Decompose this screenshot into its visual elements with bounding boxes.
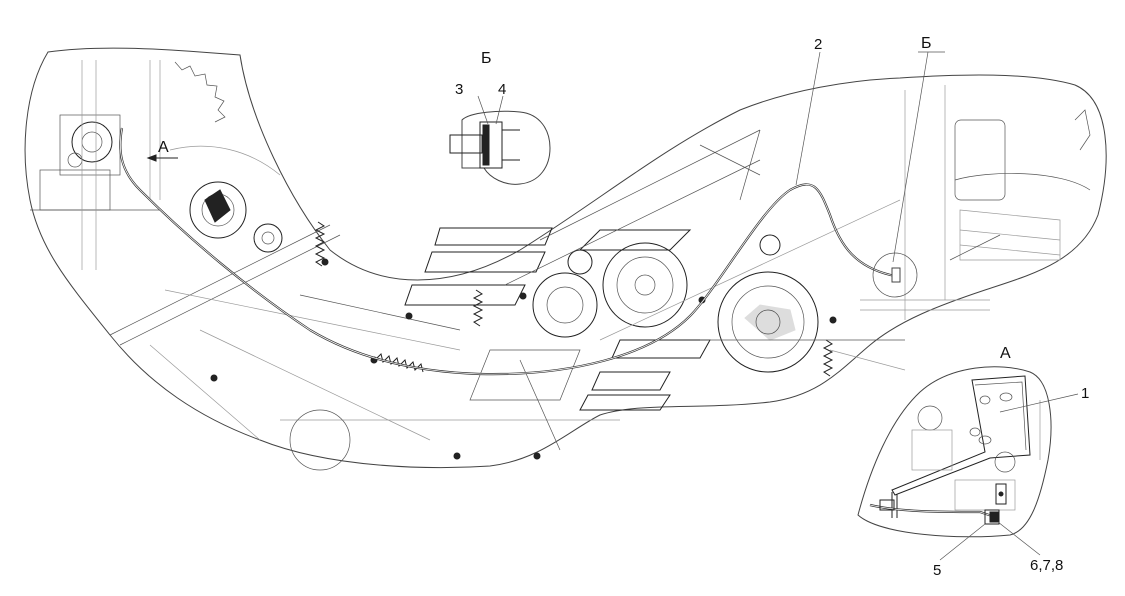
main-view-machinery xyxy=(30,60,1091,471)
callout-5-leader xyxy=(939,523,986,561)
view-a-inset-title: A xyxy=(1000,345,1011,362)
section-b-leader xyxy=(892,51,929,263)
view-a-inset xyxy=(857,366,1052,538)
callout-1: 1 xyxy=(1081,385,1089,402)
callout-4: 4 xyxy=(498,81,506,98)
callout-2: 2 xyxy=(814,36,822,53)
spring-right xyxy=(822,339,834,377)
section-b-detail xyxy=(449,95,551,185)
callout-678-leader xyxy=(997,521,1041,556)
callout-2-leader xyxy=(795,51,821,186)
main-view xyxy=(24,47,1107,469)
callout-5: 5 xyxy=(933,562,941,579)
cable-2 xyxy=(119,127,901,376)
spring-left xyxy=(314,221,326,267)
callout-3: 3 xyxy=(455,81,463,98)
spring-center xyxy=(472,289,484,327)
callout-1-leader xyxy=(999,393,1079,413)
section-b-title: Б xyxy=(481,50,492,67)
callout-678: 6,7,8 xyxy=(1030,557,1063,574)
spring-lower xyxy=(374,353,424,373)
section-b-marker-circle xyxy=(872,252,918,298)
main-view-outline xyxy=(24,47,1107,469)
view-a-arrow xyxy=(146,154,178,162)
view-a-label: A xyxy=(158,139,169,156)
section-b-marker-label: Б xyxy=(921,35,932,52)
